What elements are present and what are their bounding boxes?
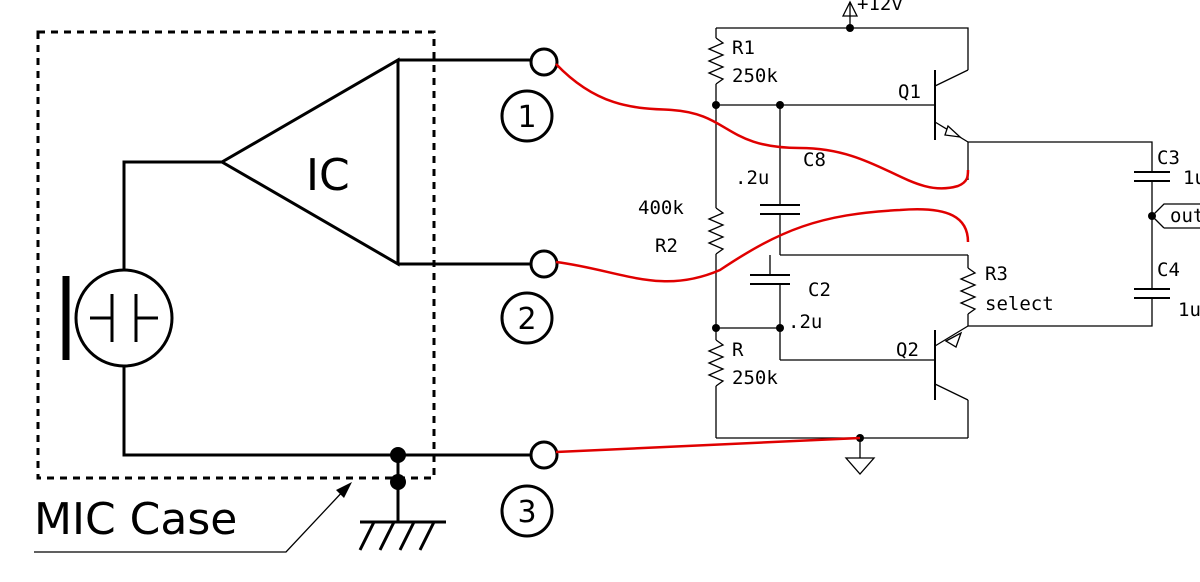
c8-name: C8 (803, 149, 826, 171)
jumper-wire-1 (555, 63, 970, 190)
c2-name: C2 (808, 279, 831, 301)
supply-rail (716, 27, 969, 70)
c4-capacitor (1134, 288, 1170, 299)
pointer-arrowhead (336, 482, 352, 498)
r1-name: R1 (732, 37, 755, 59)
c2-value: .2u (788, 311, 822, 333)
output-label: out (1170, 205, 1200, 227)
r2-resistor (707, 207, 725, 255)
c3-value: 1u (1183, 167, 1200, 189)
q1-label: Q1 (898, 81, 921, 103)
junction-dot (776, 324, 784, 332)
q1-transistor (934, 69, 969, 143)
mic-to-ic-wire (122, 160, 222, 270)
q2-label: Q2 (896, 339, 919, 361)
q2-transistor (934, 325, 969, 401)
terminal-1[interactable] (529, 47, 559, 77)
case-label-pointer (34, 487, 347, 553)
q1-emitter-output (968, 141, 1153, 172)
r3-resistor (959, 267, 977, 315)
c8-value: .2u (735, 167, 769, 189)
svg-text:3: 3 (517, 495, 536, 530)
terminal-2[interactable] (529, 249, 559, 279)
output-connector[interactable] (1151, 203, 1200, 229)
ic-label: IC (306, 150, 350, 201)
c3-capacitor (1134, 171, 1170, 182)
r-bottom-value: 250k (732, 367, 778, 389)
r3-name: R3 (985, 263, 1008, 285)
r1-value: 250k (732, 65, 778, 87)
mic-case-boundary (36, 30, 436, 480)
r-bottom-name: R (732, 339, 744, 361)
r-bottom-resistor (707, 339, 725, 387)
q2-emitter-output (968, 298, 1153, 327)
c3-name: C3 (1157, 147, 1180, 169)
svg-text:2: 2 (517, 302, 536, 337)
mic-to-ground-wire (122, 366, 530, 457)
mic-capsule (62, 268, 174, 368)
signal-ground-symbol (844, 457, 876, 475)
pin-badge-1: 1 (500, 89, 554, 143)
pin-badge-3: 3 (500, 484, 554, 538)
terminal-3[interactable] (529, 440, 559, 470)
c8-capacitor (760, 204, 800, 215)
mic-case-label: MIC Case (34, 494, 237, 545)
c4-name: C4 (1157, 259, 1180, 281)
c2-capacitor (750, 274, 790, 285)
chassis-ground-symbol (358, 520, 446, 551)
jumper-wire-3 (555, 436, 861, 454)
r3-value: select (985, 293, 1054, 315)
supply-label: +12v (857, 0, 903, 15)
svg-text:1: 1 (517, 100, 536, 135)
c4-value: 1u (1178, 299, 1200, 321)
r2-name: R2 (655, 235, 678, 257)
pin-badge-2: 2 (500, 291, 554, 345)
ic-amplifier-symbol (219, 57, 400, 267)
r1-resistor (707, 37, 725, 85)
jumper-wire-2 (555, 208, 970, 283)
r2-value: 400k (638, 197, 684, 219)
